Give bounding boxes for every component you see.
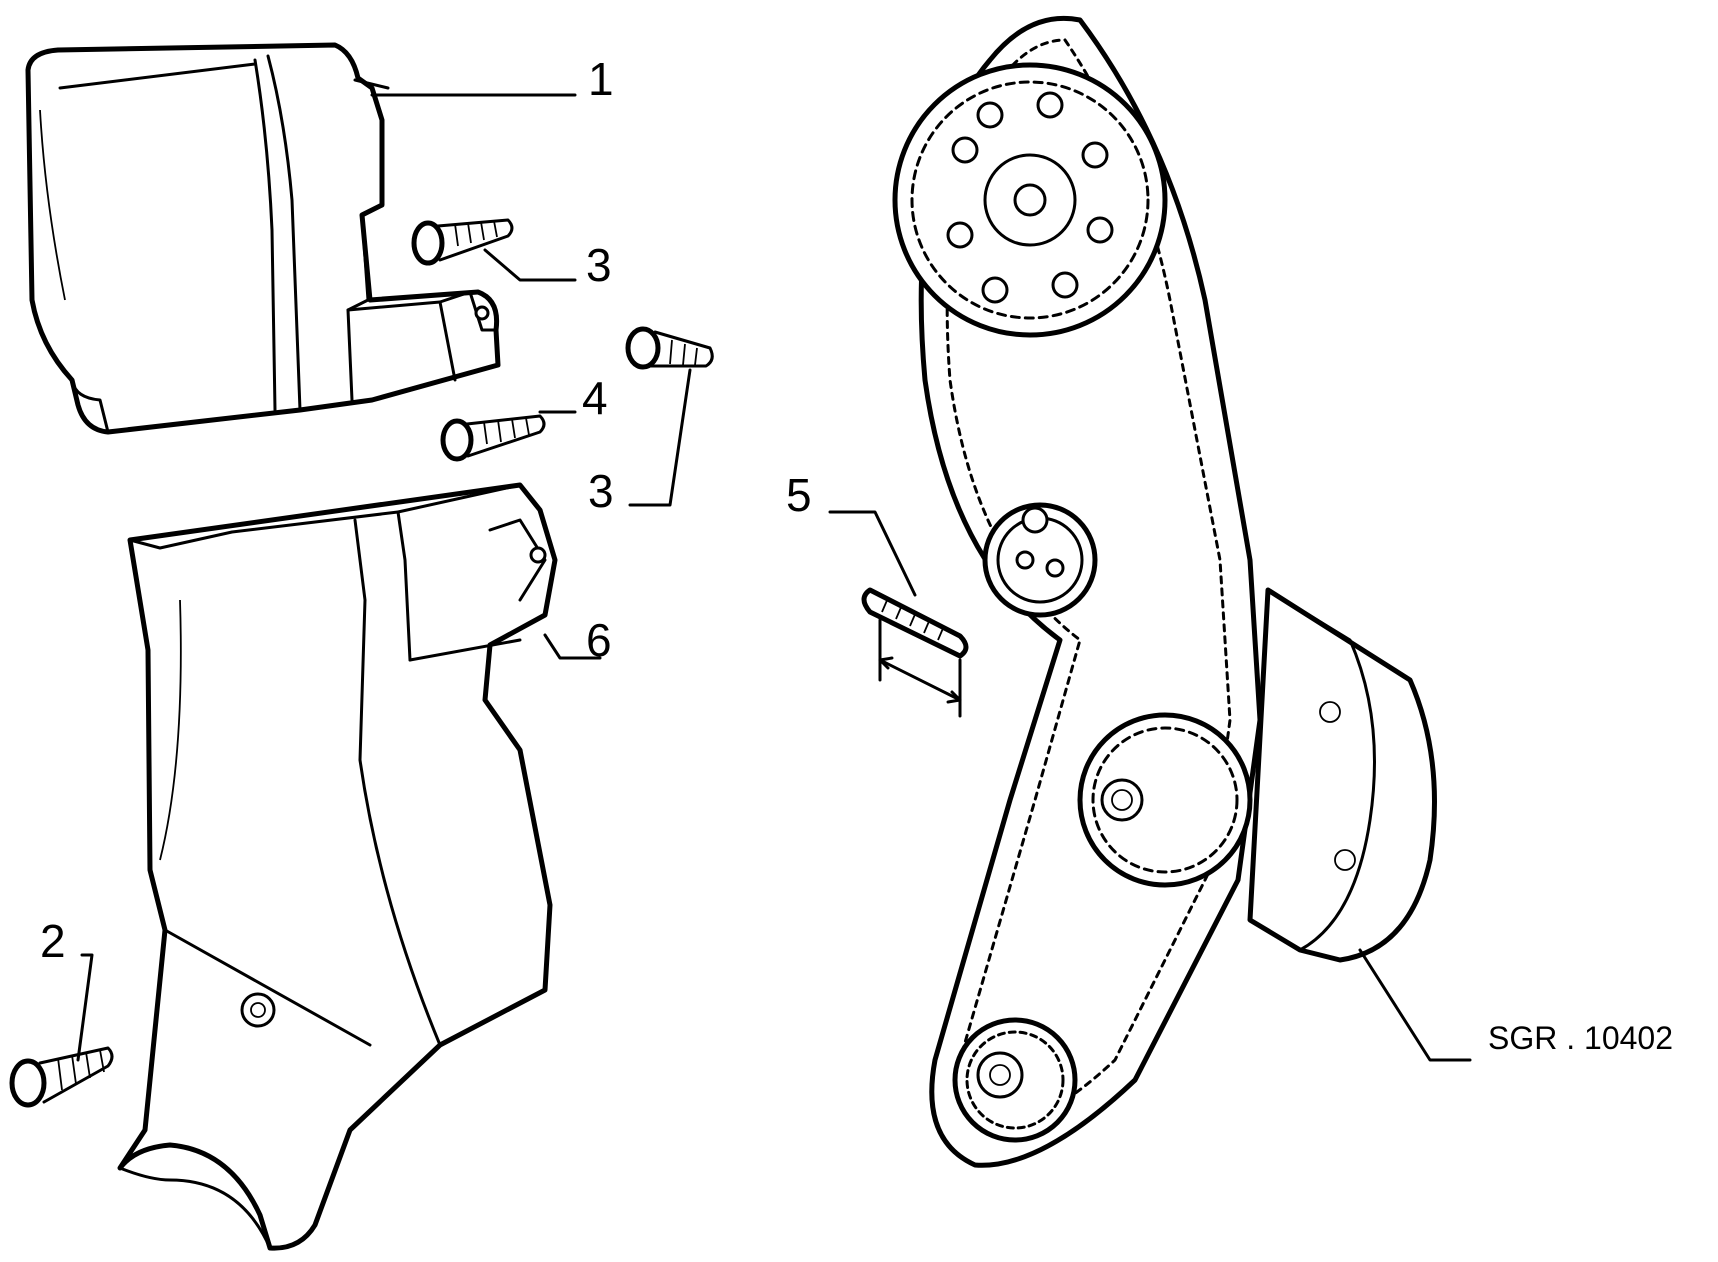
lower-timing-cover (117, 482, 558, 1251)
leader-lines (76, 93, 1472, 1062)
crankshaft-pulley (952, 1017, 1078, 1143)
bolt-part-3-lower (625, 326, 714, 370)
callout-3-upper: 3 (586, 239, 612, 291)
callout-5: 5 (786, 469, 812, 521)
callout-6: 6 (586, 614, 612, 666)
auxiliary-pulley (1077, 712, 1253, 888)
upper-timing-cover (25, 42, 501, 435)
tensioner-pulley (982, 502, 1098, 618)
bolt-part-4 (440, 414, 546, 462)
camshaft-pulley (892, 62, 1168, 338)
callout-1: 1 (588, 53, 614, 105)
dowel-pin-part-5 (861, 587, 969, 718)
callout-3-lower: 3 (588, 465, 614, 517)
callout-2: 2 (40, 915, 66, 967)
callout-4: 4 (582, 372, 608, 424)
reference-code: SGR . 10402 (1488, 1020, 1673, 1056)
bolt-part-3-upper (411, 218, 514, 266)
engine-block (1247, 587, 1437, 963)
bolt-part-2 (9, 1046, 114, 1108)
